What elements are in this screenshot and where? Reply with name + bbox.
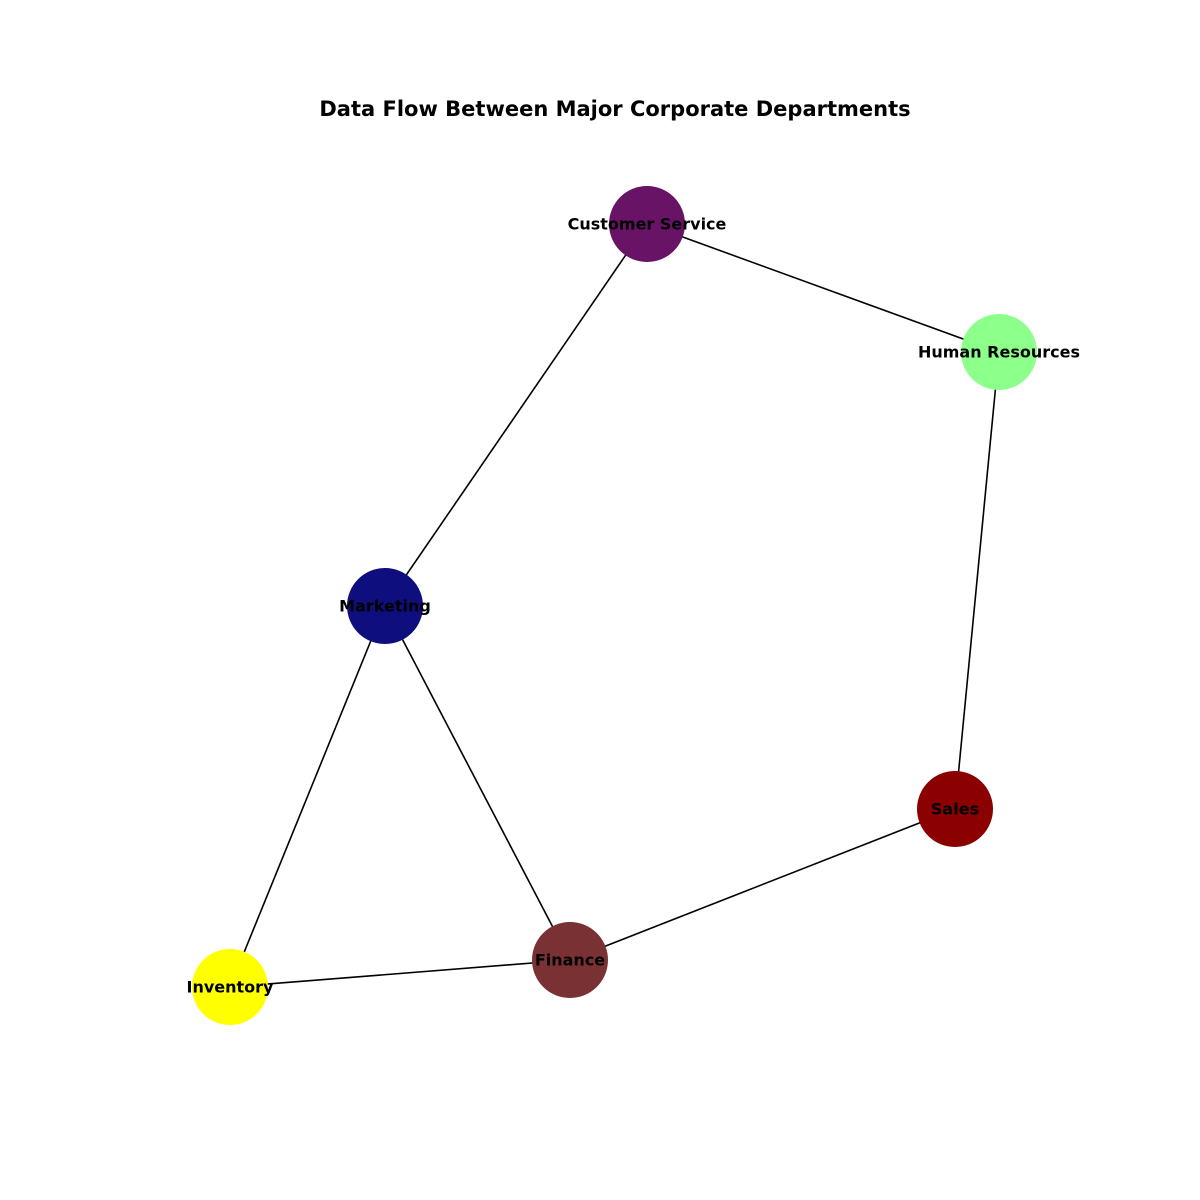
node-inventory: Inventory [187, 949, 275, 1025]
edge-human_resources-sales [954, 351, 1000, 810]
edge-finance-inventory [229, 959, 571, 988]
edge-customer_service-marketing [384, 223, 648, 607]
edge-customer_service-human_resources [646, 223, 1000, 353]
node-circle-customer_service [609, 186, 685, 262]
node-circle-inventory [192, 949, 268, 1025]
edges-layer [229, 223, 1000, 988]
node-label-finance: Finance [535, 951, 605, 970]
edge-sales-finance [569, 808, 956, 961]
node-label-customer_service: Customer Service [568, 215, 727, 234]
node-circle-sales [917, 771, 993, 847]
node-sales: Sales [917, 771, 993, 847]
node-label-sales: Sales [931, 800, 979, 819]
node-circle-finance [532, 922, 608, 998]
node-finance: Finance [532, 922, 608, 998]
node-circle-marketing [347, 568, 423, 644]
node-label-human_resources: Human Resources [918, 343, 1080, 362]
edge-marketing-finance [384, 605, 571, 961]
node-customer_service: Customer Service [568, 186, 727, 262]
edge-marketing-inventory [229, 605, 386, 988]
node-marketing: Marketing [339, 568, 431, 644]
node-label-marketing: Marketing [339, 597, 431, 616]
node-circle-human_resources [961, 314, 1037, 390]
diagram-title: Data Flow Between Major Corporate Depart… [319, 97, 910, 121]
node-human_resources: Human Resources [918, 314, 1080, 390]
node-label-inventory: Inventory [187, 978, 275, 997]
